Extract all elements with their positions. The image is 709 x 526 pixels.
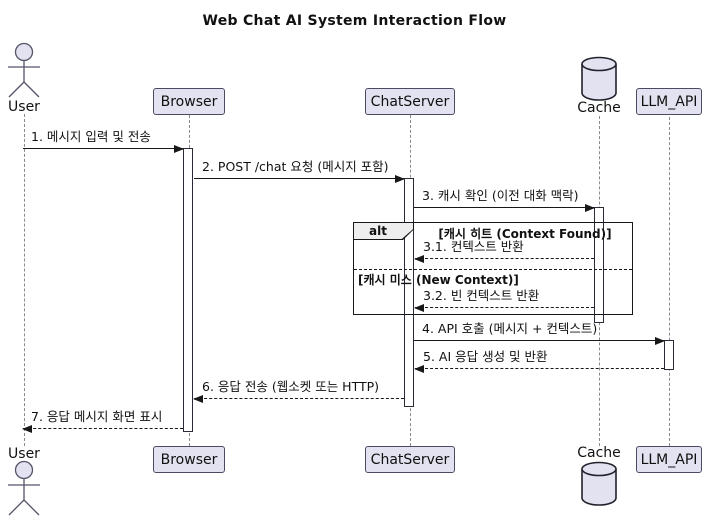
message-4: 4. API 호출 (메시지 + 컨텍스트) [414,319,665,345]
message-6-line [194,398,404,399]
activation-browser [183,148,193,432]
actor-icon [8,42,40,98]
arrowhead-icon [22,425,32,433]
arrowhead-icon [414,255,424,263]
participant-top-browser: Browser [153,88,225,115]
arrowhead-icon [655,337,665,345]
message-5: 5. AI 응답 생성 및 반환 [414,347,664,373]
participant-top-cache-label: Cache [577,100,621,116]
participant-bottom-browser: Browser [153,446,225,473]
message-5-line [415,368,664,369]
arrowhead-icon [414,304,424,312]
message-6-label: 6. 응답 전송 (웹소켓 또는 HTTP) [202,379,380,394]
message-2-label: 2. POST /chat 요청 (메시지 포함) [202,159,389,174]
message-3: 3. 캐시 확인 (이전 대화 맥락) [414,186,595,212]
database-top-cache [580,56,618,102]
message-7-line [23,428,183,429]
message-7: 7. 응답 메시지 화면 표시 [22,407,183,433]
participant-bottom-cache-label: Cache [577,445,621,461]
arrowhead-icon [414,365,424,373]
message-3-2-line [415,307,594,308]
database-bottom-cache [580,461,618,507]
database-icon [581,56,617,101]
message-3-1: 3.1. 컨텍스트 반환 [414,237,594,263]
arrowhead-icon [193,395,203,403]
activation-llm-api [664,340,674,370]
message-3-2: 3.2. 빈 컨텍스트 반환 [414,286,594,312]
database-icon [581,461,617,506]
alt-operator-label: alt [354,223,413,239]
actor-top-user [0,42,48,100]
actor-icon [8,460,40,516]
message-3-1-line [415,258,594,259]
message-7-label: 7. 응답 메시지 화면 표시 [31,409,163,424]
alt-operator-pentagon: alt [353,222,414,240]
participant-top-llm-api: LLM_API [636,88,702,115]
message-1: 1. 메시지 입력 및 전송 [23,127,184,153]
alt-condition-hit: [캐시 히트 (Context Found)] [438,227,612,241]
participant-bottom-user-label: User [8,446,40,462]
diagram-title: Web Chat AI System Interaction Flow [202,13,507,29]
message-3-line [414,207,594,208]
alt-divider [354,269,632,270]
message-1-line [23,148,183,149]
participant-bottom-llm-api: LLM_API [636,446,702,473]
activation-chatserver [404,178,414,407]
arrowhead-icon [174,145,184,153]
message-1-label: 1. 메시지 입력 및 전송 [31,129,151,144]
actor-bottom-user [0,460,48,518]
arrowhead-icon [395,175,405,183]
participant-top-chatserver: ChatServer [365,88,455,115]
alt-condition-miss: [캐시 미스 (New Context)] [358,273,519,287]
activation-cache [594,207,604,323]
message-6: 6. 응답 전송 (웹소켓 또는 HTTP) [193,377,404,403]
arrowhead-icon [585,204,595,212]
message-3-label: 3. 캐시 확인 (이전 대화 맥락) [422,188,579,203]
message-2: 2. POST /chat 요청 (메시지 포함) [194,157,405,183]
message-2-line [194,178,404,179]
alt-frame: alt [캐시 히트 (Context Found)] [캐시 미스 (New … [353,222,633,315]
lifeline-llm-api [668,117,670,446]
message-5-label: 5. AI 응답 생성 및 반환 [423,349,548,364]
message-3-1-label: 3.1. 컨텍스트 반환 [423,239,524,254]
message-4-line [414,340,664,341]
participant-bottom-chatserver: ChatServer [365,446,455,473]
message-3-2-label: 3.2. 빈 컨텍스트 반환 [423,288,540,303]
message-4-label: 4. API 호출 (메시지 + 컨텍스트) [422,321,598,336]
lifeline-user [23,114,25,446]
participant-top-user-label: User [8,99,40,115]
